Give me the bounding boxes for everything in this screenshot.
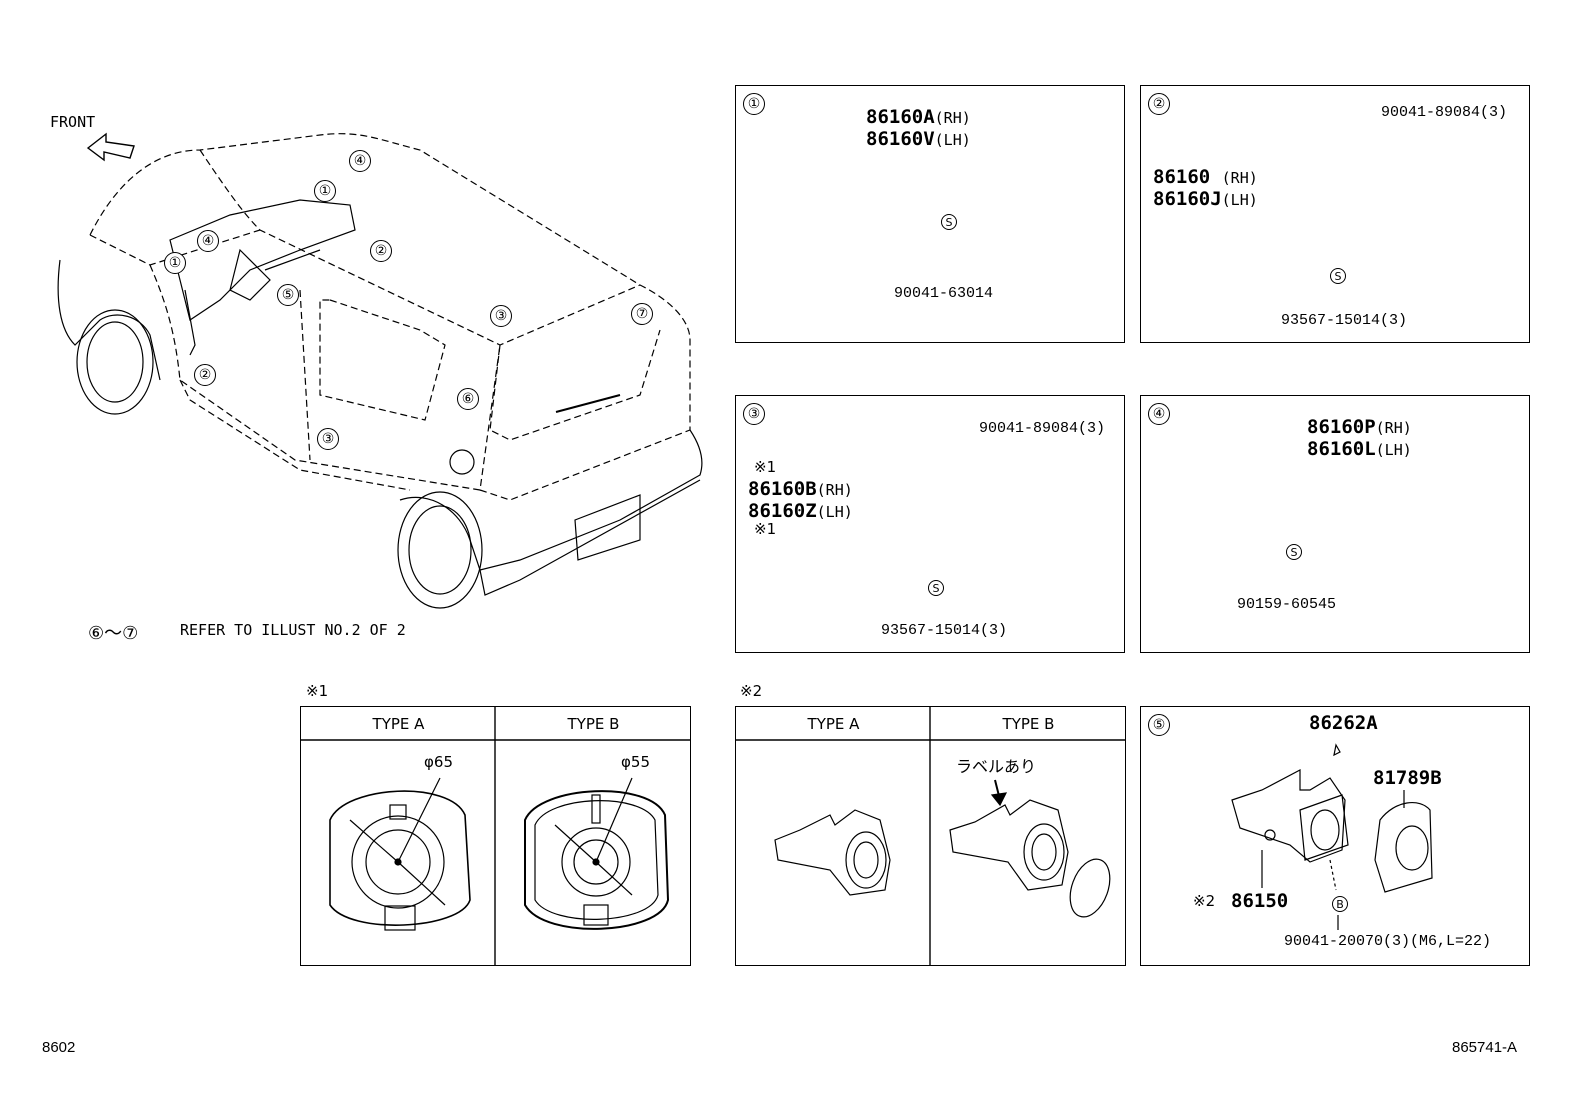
dim-type-b: φ55 [621,753,650,771]
callout-6-side[interactable]: ⑥ [457,388,479,410]
panel-3-part-rh[interactable]: 86160B(RH) [748,478,853,501]
table-2-header-type-a: TYPE A [807,715,860,733]
panel-5-part-top[interactable]: 86262A [1309,712,1378,734]
note-mark: ※2 [1193,892,1216,910]
table2-grid [735,706,1125,965]
panel-2: ② 90041-89084(3) 86160 (RH) 86160J(LH) S… [1140,85,1530,343]
footer-left-code: 8602 [42,1039,76,1056]
part-number: 86160J [1153,188,1222,210]
table-1: TYPE A TYPE B φ65 φ55 [300,706,691,966]
part-number: 86160A [866,106,935,128]
panel-3-clip-part[interactable]: 90041-89084(3) [979,420,1106,437]
callout-7-rear[interactable]: ⑦ [631,303,653,325]
panel-2-screw-part[interactable]: 93567-15014(3) [1281,312,1408,329]
side-suffix: (RH) [816,481,853,499]
panel-2-index: ② [1148,93,1170,115]
dim-type-a: φ65 [424,753,453,771]
panel-2-part-rh[interactable]: 86160 (RH) [1153,166,1258,189]
vehicle-illustration [89,133,691,501]
panel-4-screw-part[interactable]: 90159-60545 [1237,596,1337,613]
enclosure-type-a-drawing [774,809,891,896]
callout-1-dash-rh[interactable]: ① [314,180,336,202]
bolt-symbol: B [1332,896,1348,912]
panel-4-part-rh[interactable]: 86160P(RH) [1307,416,1412,439]
screw-symbol: S [928,580,944,596]
panel-2-part-lh[interactable]: 86160J(LH) [1153,188,1258,211]
side-suffix: (RH) [1375,419,1412,437]
part-number: 86160L [1307,438,1376,460]
table-1-header-type-b: TYPE B [567,715,620,733]
panel-4-index: ④ [1148,403,1170,425]
enclosure-type-b-drawing [949,779,1111,918]
table-1-mark: ※1 [306,682,329,700]
side-suffix: (RH) [1221,169,1258,187]
note-mark-bottom: ※1 [754,520,777,538]
side-suffix: (RH) [934,109,971,127]
table-1-header-type-a: TYPE A [372,715,425,733]
callout-2-door-rh[interactable]: ② [370,240,392,262]
side-suffix: (LH) [934,131,971,149]
type-a-speaker-drawing [329,777,471,931]
panel-4: ④ 86160P(RH) 86160L(LH) S 90159-60545 [1140,395,1530,653]
vehicle-body-solid [57,199,703,609]
screw-symbol: S [941,214,957,230]
panel-3: ③ 90041-89084(3) ※1 86160B(RH) 86160Z(LH… [735,395,1125,653]
screw-symbol: S [1286,544,1302,560]
panel-1-part-lh[interactable]: 86160V(LH) [866,128,971,151]
table-2-header-type-b: TYPE B [1002,715,1055,733]
panel-5-part-cover[interactable]: 81789B [1373,767,1442,789]
part-number: 86160V [866,128,935,150]
callout-1-dash-lh[interactable]: ① [164,252,186,274]
front-label: FRONT [50,113,96,131]
part-number: 86160Z [748,500,817,522]
panel-5-index: ⑤ [1148,714,1170,736]
panel-1-index: ① [743,93,765,115]
subwoofer-drawing [1231,743,1433,930]
panel-1-screw-part[interactable]: 90041-63014 [894,285,994,302]
part-number: 86160P [1307,416,1376,438]
panel-5-part-main[interactable]: 86150 [1231,890,1289,912]
table-2-mark: ※2 [740,682,763,700]
side-suffix: (LH) [1221,191,1258,209]
side-suffix: (LH) [1375,441,1412,459]
callout-4-roof[interactable]: ④ [349,150,371,172]
callout-4-dash[interactable]: ④ [197,230,219,252]
callout-3-rear-rh[interactable]: ③ [490,305,512,327]
note-mark-top: ※1 [754,458,777,476]
callout-5-center[interactable]: ⑤ [277,284,299,306]
refer-note: REFER TO ILLUST NO.2 OF 2 [180,621,406,639]
type-b-speaker-drawing [524,777,670,930]
panel-5: ⑤ 86262A 81789B ※2 86150 B 90041-20070(3… [1140,706,1530,966]
callout-2-door-lh[interactable]: ② [194,364,216,386]
panel-1: ① 86160A(RH) 86160V(LH) S 90041-63014 [735,85,1125,343]
footer-right-code: 865741-A [1452,1039,1518,1056]
panel-4-part-lh[interactable]: 86160L(LH) [1307,438,1412,461]
panel-1-part-rh[interactable]: 86160A(RH) [866,106,971,129]
panel-3-part-lh[interactable]: 86160Z(LH) [748,500,853,523]
panel-3-index: ③ [743,403,765,425]
label-note: ラベルあり [956,757,1037,776]
panel-5-bolt-part[interactable]: 90041-20070(3)(M6,L=22) [1284,933,1492,950]
callout-3-rear-lh[interactable]: ③ [317,428,339,450]
part-number: 86160B [748,478,817,500]
panel-2-clip-part[interactable]: 90041-89084(3) [1381,104,1508,121]
side-suffix: (LH) [816,503,853,521]
part-number: 86160 [1153,166,1222,188]
front-arrow-icon [86,132,135,162]
refer-range: ⑥～⑦ [88,623,139,644]
table-2: TYPE A TYPE B ラベルあり [735,706,1126,966]
panel-3-screw-part[interactable]: 93567-15014(3) [881,622,1008,639]
table1-grid [300,706,690,965]
screw-symbol: S [1330,268,1346,284]
